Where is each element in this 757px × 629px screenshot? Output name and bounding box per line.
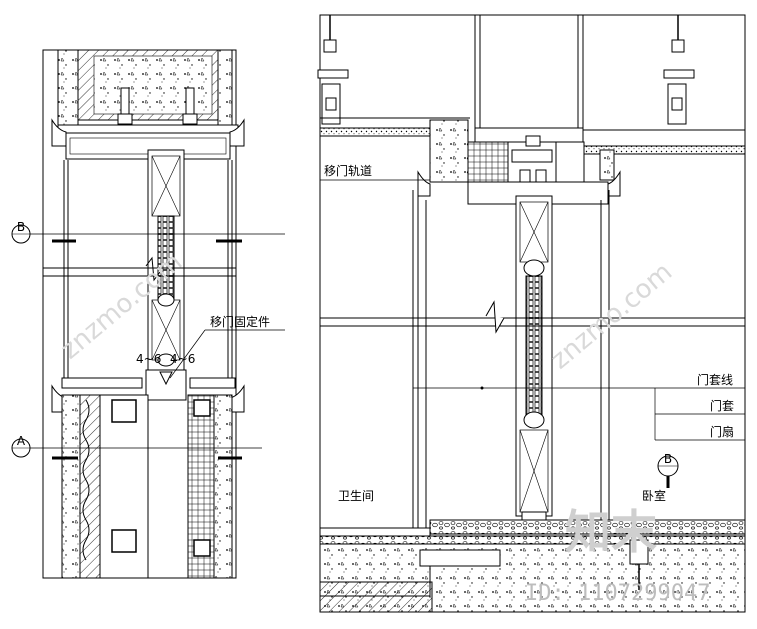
watermark-id: ID: 1107299047 [525,581,710,606]
room-bathroom: 卫生间 [338,489,374,503]
casing-line-label: 门套线 [697,372,733,387]
leaf-label: 门扇 [710,424,734,439]
track-label: 移门轨道 [324,163,372,178]
room-bedroom: 卧室 [642,488,666,503]
casing-label: 门套 [710,398,734,413]
dim-left: 4~6 [136,352,161,366]
section-marker-a-label: A [17,434,26,448]
watermark-brand: 知末 [565,505,657,559]
section-marker-b-label: B [17,220,25,234]
right-detail: 移门轨道 门套线 门套 门扇 B 卫生间 卧室 [317,14,746,613]
right-section-marker-label: B [664,452,672,466]
dim-right: 4~6 [170,352,195,366]
left-detail: B A 移门固定件 4~6 4~6 [11,49,285,579]
watermark-site-right: znzmo.com [545,257,678,375]
fixing-label: 移门固定件 [210,314,270,329]
